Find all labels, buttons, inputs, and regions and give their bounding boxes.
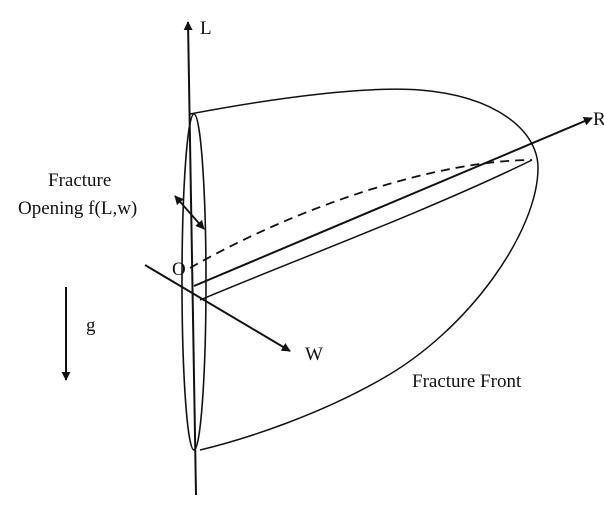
fracture-hidden-edge: [189, 159, 533, 269]
opening-label-line2: Opening f(L,w): [18, 198, 137, 219]
r-axis-label: R: [593, 109, 604, 130]
w-axis-label: W: [305, 344, 323, 365]
fracture-body-outline: [189, 88, 539, 451]
l-axis: [183, 21, 197, 496]
opening-label-line1: Fracture: [48, 170, 111, 191]
origin-label: O: [172, 259, 186, 280]
r-axis: [193, 117, 593, 287]
l-axis-label: L: [200, 18, 212, 39]
w-axis: [144, 264, 291, 352]
fracture-inner-edge: [199, 159, 533, 301]
fracture-front-label: Fracture Front: [412, 371, 522, 392]
opening-double-arrow: [174, 195, 205, 230]
gravity-label: g: [86, 315, 96, 336]
